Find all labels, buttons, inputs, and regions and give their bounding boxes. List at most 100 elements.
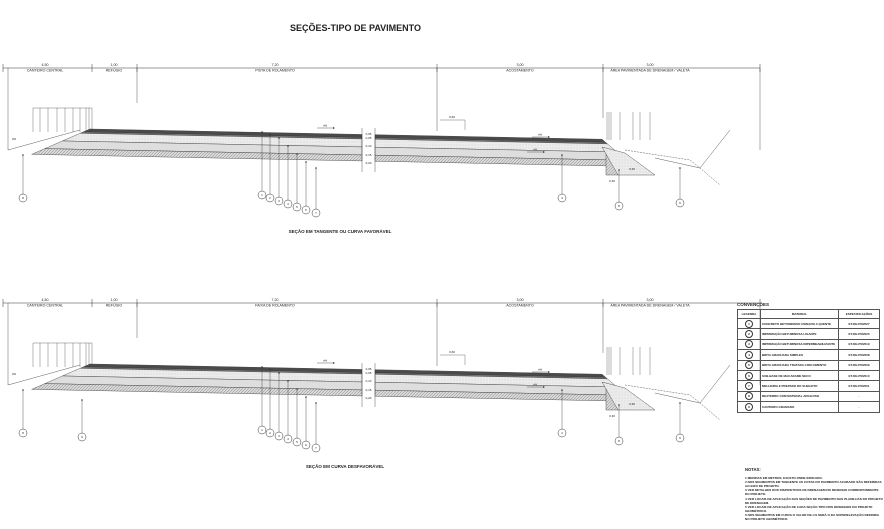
dimension-label: CANTEIRO CENTRAL	[27, 69, 63, 73]
dimension-label: FAIXA DE ROLAMENTO	[255, 304, 295, 308]
legend-id-cell: 3	[737, 338, 761, 351]
legend-spec: -	[838, 401, 880, 413]
legend-id: 1	[745, 319, 753, 328]
dimension-label: REFÚGIO	[106, 303, 123, 308]
dimension-value: 3,00	[517, 298, 524, 302]
thickness-label: 0,20	[366, 396, 372, 400]
callout-number: 4	[561, 196, 563, 200]
callout-number: 9	[679, 201, 681, 205]
drawing-title: SEÇÕES-TIPO DE PAVIMENTO	[290, 23, 421, 33]
callout-number: 5	[296, 440, 298, 444]
arrow-head-icon	[333, 362, 335, 364]
slope-label: n%	[533, 383, 538, 387]
ditch-line	[624, 384, 721, 421]
legend-material: CONCRETO BETUMINOSO USINADO A QUENTE	[760, 317, 839, 330]
legend-material: BRITA GRADUADA TRATADA COM CIMENTO	[760, 359, 839, 371]
curb-label: 0,30	[609, 414, 615, 418]
legend-id-cell: 4	[737, 349, 761, 361]
dimension-label: REFÚGIO	[106, 68, 123, 73]
legend-id-cell: 8	[737, 390, 761, 403]
callout-dot	[679, 167, 681, 169]
callout-dot	[278, 372, 280, 374]
callout-circle	[675, 433, 685, 443]
thickness-label: 0,10	[366, 379, 372, 383]
dimension-value: 1,00	[111, 63, 118, 67]
legend-row: 5 BRITA GRADUADA TRATADA COM CIMENTO ET-…	[737, 359, 880, 371]
curb-label: 0,30	[609, 179, 615, 183]
callout-circle	[292, 202, 302, 212]
slope-label: n%	[538, 133, 543, 137]
note-item: 6 NOS SEGMENTOS EM CURVA O VALOR DE n% S…	[745, 512, 879, 522]
slope-label: n%	[538, 368, 543, 372]
callout-number: 3	[278, 199, 280, 203]
note-item: 4 VER LOCAIS DE APLICAÇÃO DAS SEÇÕES DE …	[745, 496, 883, 505]
callout-dot	[315, 402, 317, 404]
legend-spec: ET-DE-P00/019	[838, 338, 880, 351]
legend-material: SUB-BASE DE MACADAME SECO	[760, 369, 839, 382]
legend-id: 8	[745, 392, 753, 401]
callout-dot	[269, 368, 271, 370]
legend-id-cell: 5	[737, 359, 761, 371]
dimension-value: 4,50	[42, 298, 49, 302]
callout-dot	[287, 380, 289, 382]
thickness-label: 0,15	[366, 153, 372, 157]
dimension-value: 3,00	[647, 63, 654, 67]
slope-label: n%	[323, 359, 328, 363]
dimension-label: CANTEIRO CENTRAL	[27, 304, 63, 308]
thickness-label: 0,05	[366, 367, 372, 371]
slope-label: n%	[323, 124, 328, 128]
dimension-label: ÁREA PAVIMENTADA DE DRENAGEM / VALETA	[610, 69, 690, 73]
legend-spec: ET-DE-P00/008	[838, 349, 880, 361]
legend-spec: -	[838, 390, 880, 403]
callout-dot	[618, 404, 620, 406]
arrow-head-icon	[548, 371, 550, 373]
callout-circle	[614, 436, 624, 446]
legend-material: MELHORIA E PREPARO DO SUBLEITO	[760, 380, 839, 392]
callout-circle	[274, 196, 284, 206]
callout-circle	[274, 431, 284, 441]
ditch-line	[624, 149, 721, 186]
note-item: 1 MEDIDAS EM METROS, EXCETO ONDE INDICAD…	[745, 476, 823, 481]
callout-number: 6	[305, 208, 307, 212]
dimension-value: 3,00	[647, 298, 654, 302]
callout-number: 9	[679, 436, 681, 440]
legend-id: 2	[745, 330, 753, 339]
callout-number: 4	[561, 431, 563, 435]
legend-row: 7 MELHORIA E PREPARO DO SUBLEITO ET-DE-P…	[737, 380, 880, 392]
callout-number: 6	[305, 443, 307, 447]
thickness-label: 0,05	[366, 136, 372, 140]
callout-circle	[265, 428, 275, 438]
callout-circle	[292, 437, 302, 447]
callout-dot	[287, 145, 289, 147]
legend-row: 4 BRITA GRADUADA SIMPLES ET-DE-P00/008	[737, 349, 880, 361]
offset-label: 0,60	[449, 350, 455, 354]
callout-circle	[301, 440, 311, 450]
legend-spec: ET-DE-P00/010	[838, 369, 880, 382]
shoulder-edge	[601, 146, 656, 176]
legend-id-cell: 1	[737, 317, 761, 330]
callout-circle	[257, 425, 267, 435]
legend-spec: ET-DE-P00/020	[838, 328, 880, 340]
callout-number: 5	[296, 205, 298, 209]
callout-circle	[18, 428, 28, 438]
callout-number: 4	[287, 437, 289, 441]
dimension-value: 4,50	[42, 63, 49, 67]
slope-label: 3%	[12, 137, 17, 141]
callout-circle	[675, 198, 685, 208]
legend-id: 7	[745, 382, 753, 391]
callout-number: 8	[22, 196, 24, 200]
dimension-value: 7,20	[272, 298, 279, 302]
curb-label: 0,30	[629, 167, 635, 171]
callout-number: 3	[278, 434, 280, 438]
dimension-label: ACOSTAMENTO	[506, 304, 534, 308]
thickness-label: 0,20	[366, 161, 372, 165]
callout-dot	[561, 389, 563, 391]
callout-dot	[618, 169, 620, 171]
callout-circle	[557, 193, 567, 203]
thickness-label: 0,15	[366, 388, 372, 392]
callout-circle	[283, 434, 293, 444]
callout-dot	[22, 154, 24, 156]
section-caption: SEÇÃO EM TANGENTE OU CURVA FAVORÁVEL	[289, 228, 392, 234]
